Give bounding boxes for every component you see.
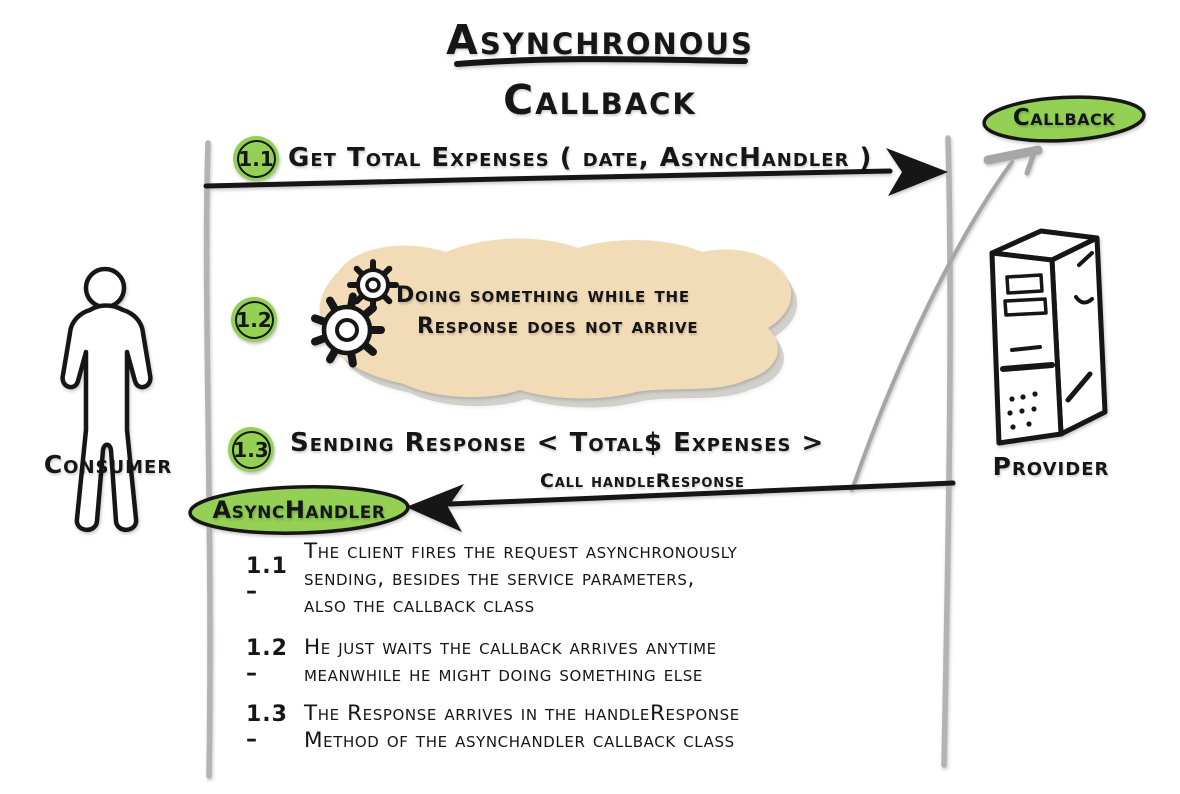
callback-oval	[982, 95, 1146, 143]
asynchandler-oval-label: AsyncHandler	[212, 496, 386, 524]
return-arrow-label: Call handleResponse	[540, 470, 745, 492]
step-badge-1-3: 1.3	[228, 427, 274, 472]
note-line: The Response arrives in the handleRespon…	[304, 701, 740, 726]
step-number: 1.3	[233, 437, 269, 462]
return-arrowhead	[406, 484, 464, 532]
note-1-2: 1.2 – He just waits the callback arrives…	[246, 634, 717, 688]
note-number: 1.3 –	[246, 702, 288, 752]
note-line: sending, besides the service parameters,	[304, 566, 695, 591]
note-line: He just waits the callback arrives anyti…	[304, 635, 717, 660]
return-arrow	[406, 480, 956, 532]
title-underline	[454, 56, 748, 67]
note-1-3: 1.3 – The Response arrives in the handle…	[246, 700, 740, 754]
person-icon	[60, 266, 153, 532]
step-number: 1.2	[236, 307, 272, 332]
blob-text-rest: something while the	[461, 283, 690, 308]
note-line: meanwhile he might doing something else	[304, 662, 703, 687]
blob-text-line1: Doing something while the	[396, 283, 690, 308]
request-arrowhead	[886, 148, 948, 196]
note-text: The client fires the request asynchronou…	[304, 538, 737, 619]
gears-icon	[311, 259, 399, 368]
callback-gray-arrow	[850, 145, 1043, 492]
message-1-1-label: Get Total Expenses ( date, AsyncHandler …	[288, 143, 873, 173]
blob-shape	[319, 238, 792, 399]
server-tower-icon	[989, 228, 1108, 446]
blob-text-line2: Response does not arrive	[417, 314, 699, 339]
message-1-3-label: Sending Response < Total$ Expenses >	[290, 428, 825, 458]
note-1-1: 1.1 – The client fires the request async…	[246, 538, 737, 619]
step-badge-1-1: 1.1	[233, 136, 279, 181]
note-number: 1.1 –	[246, 553, 288, 604]
consumer-label: Consumer	[43, 450, 173, 479]
step-badge-1-2: 1.2	[231, 297, 277, 342]
step-number: 1.1	[238, 146, 274, 171]
request-arrow	[203, 148, 948, 196]
provider-label: Provider	[992, 452, 1110, 481]
note-text: The Response arrives in the handleRespon…	[304, 700, 740, 754]
page-title-line2: Callback	[503, 76, 697, 124]
blob-text-bold: Doing	[396, 283, 462, 308]
note-line: Method of the asynchandler callback clas…	[304, 728, 735, 753]
page-title: Asynchronous	[446, 16, 754, 64]
note-number: 1.2 –	[246, 636, 288, 686]
note-line: also the callback class	[304, 593, 535, 618]
thinking-blob	[319, 238, 798, 408]
note-text: He just waits the callback arrives anyti…	[304, 634, 717, 688]
provider-lifeline	[941, 135, 953, 768]
consumer-lifeline	[203, 140, 213, 779]
callback-oval-label: Callback	[1012, 105, 1116, 131]
note-line: The client fires the request asynchronou…	[304, 539, 738, 564]
